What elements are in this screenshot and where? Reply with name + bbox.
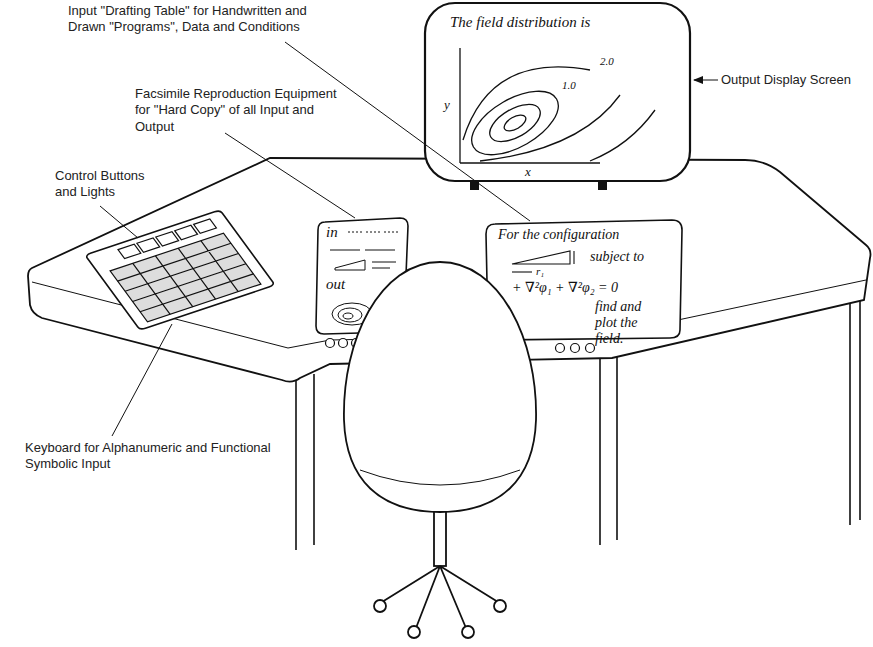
axis-label: y <box>444 98 450 113</box>
screen-caption: The field distribution is <box>450 14 590 31</box>
handwritten-text: subject to <box>590 249 644 265</box>
dimension-mark: r₁ <box>536 265 544 278</box>
callout-label: Control Buttons and Lights <box>55 168 165 201</box>
display-screen: The field distribution is 2.0 1.0 y x <box>425 3 690 182</box>
input-tag: in <box>326 224 338 241</box>
drafting-table: For the configuration subject to r₁ + ∇²φ₁ … <box>488 222 680 349</box>
contour-value: 2.0 <box>600 55 614 68</box>
leader-lines <box>100 42 718 436</box>
callout-label: Input "Drafting Table" for Handwritten a… <box>68 3 313 36</box>
handwritten-text: For the configuration <box>498 227 619 243</box>
callout-label: Facsimile Reproduction Equipment for "Ha… <box>135 86 350 135</box>
facsimile-equipment: in out <box>318 220 406 332</box>
callout-label: Output Display Screen <box>721 72 869 88</box>
handwritten-equation: + ∇²φ₁ + ∇²φ₂ = 0 <box>512 280 618 296</box>
chair <box>344 262 536 638</box>
display-screen-outline <box>425 3 690 181</box>
keyboard-panel <box>85 210 275 330</box>
output-tag: out <box>326 276 345 293</box>
contour-value: 1.0 <box>562 79 576 92</box>
handwritten-text: find and plot the field. <box>595 299 665 347</box>
axis-label: x <box>525 165 531 180</box>
field-plot <box>460 48 655 168</box>
callout-label: Keyboard for Alphanumeric and Functional… <box>25 440 285 473</box>
